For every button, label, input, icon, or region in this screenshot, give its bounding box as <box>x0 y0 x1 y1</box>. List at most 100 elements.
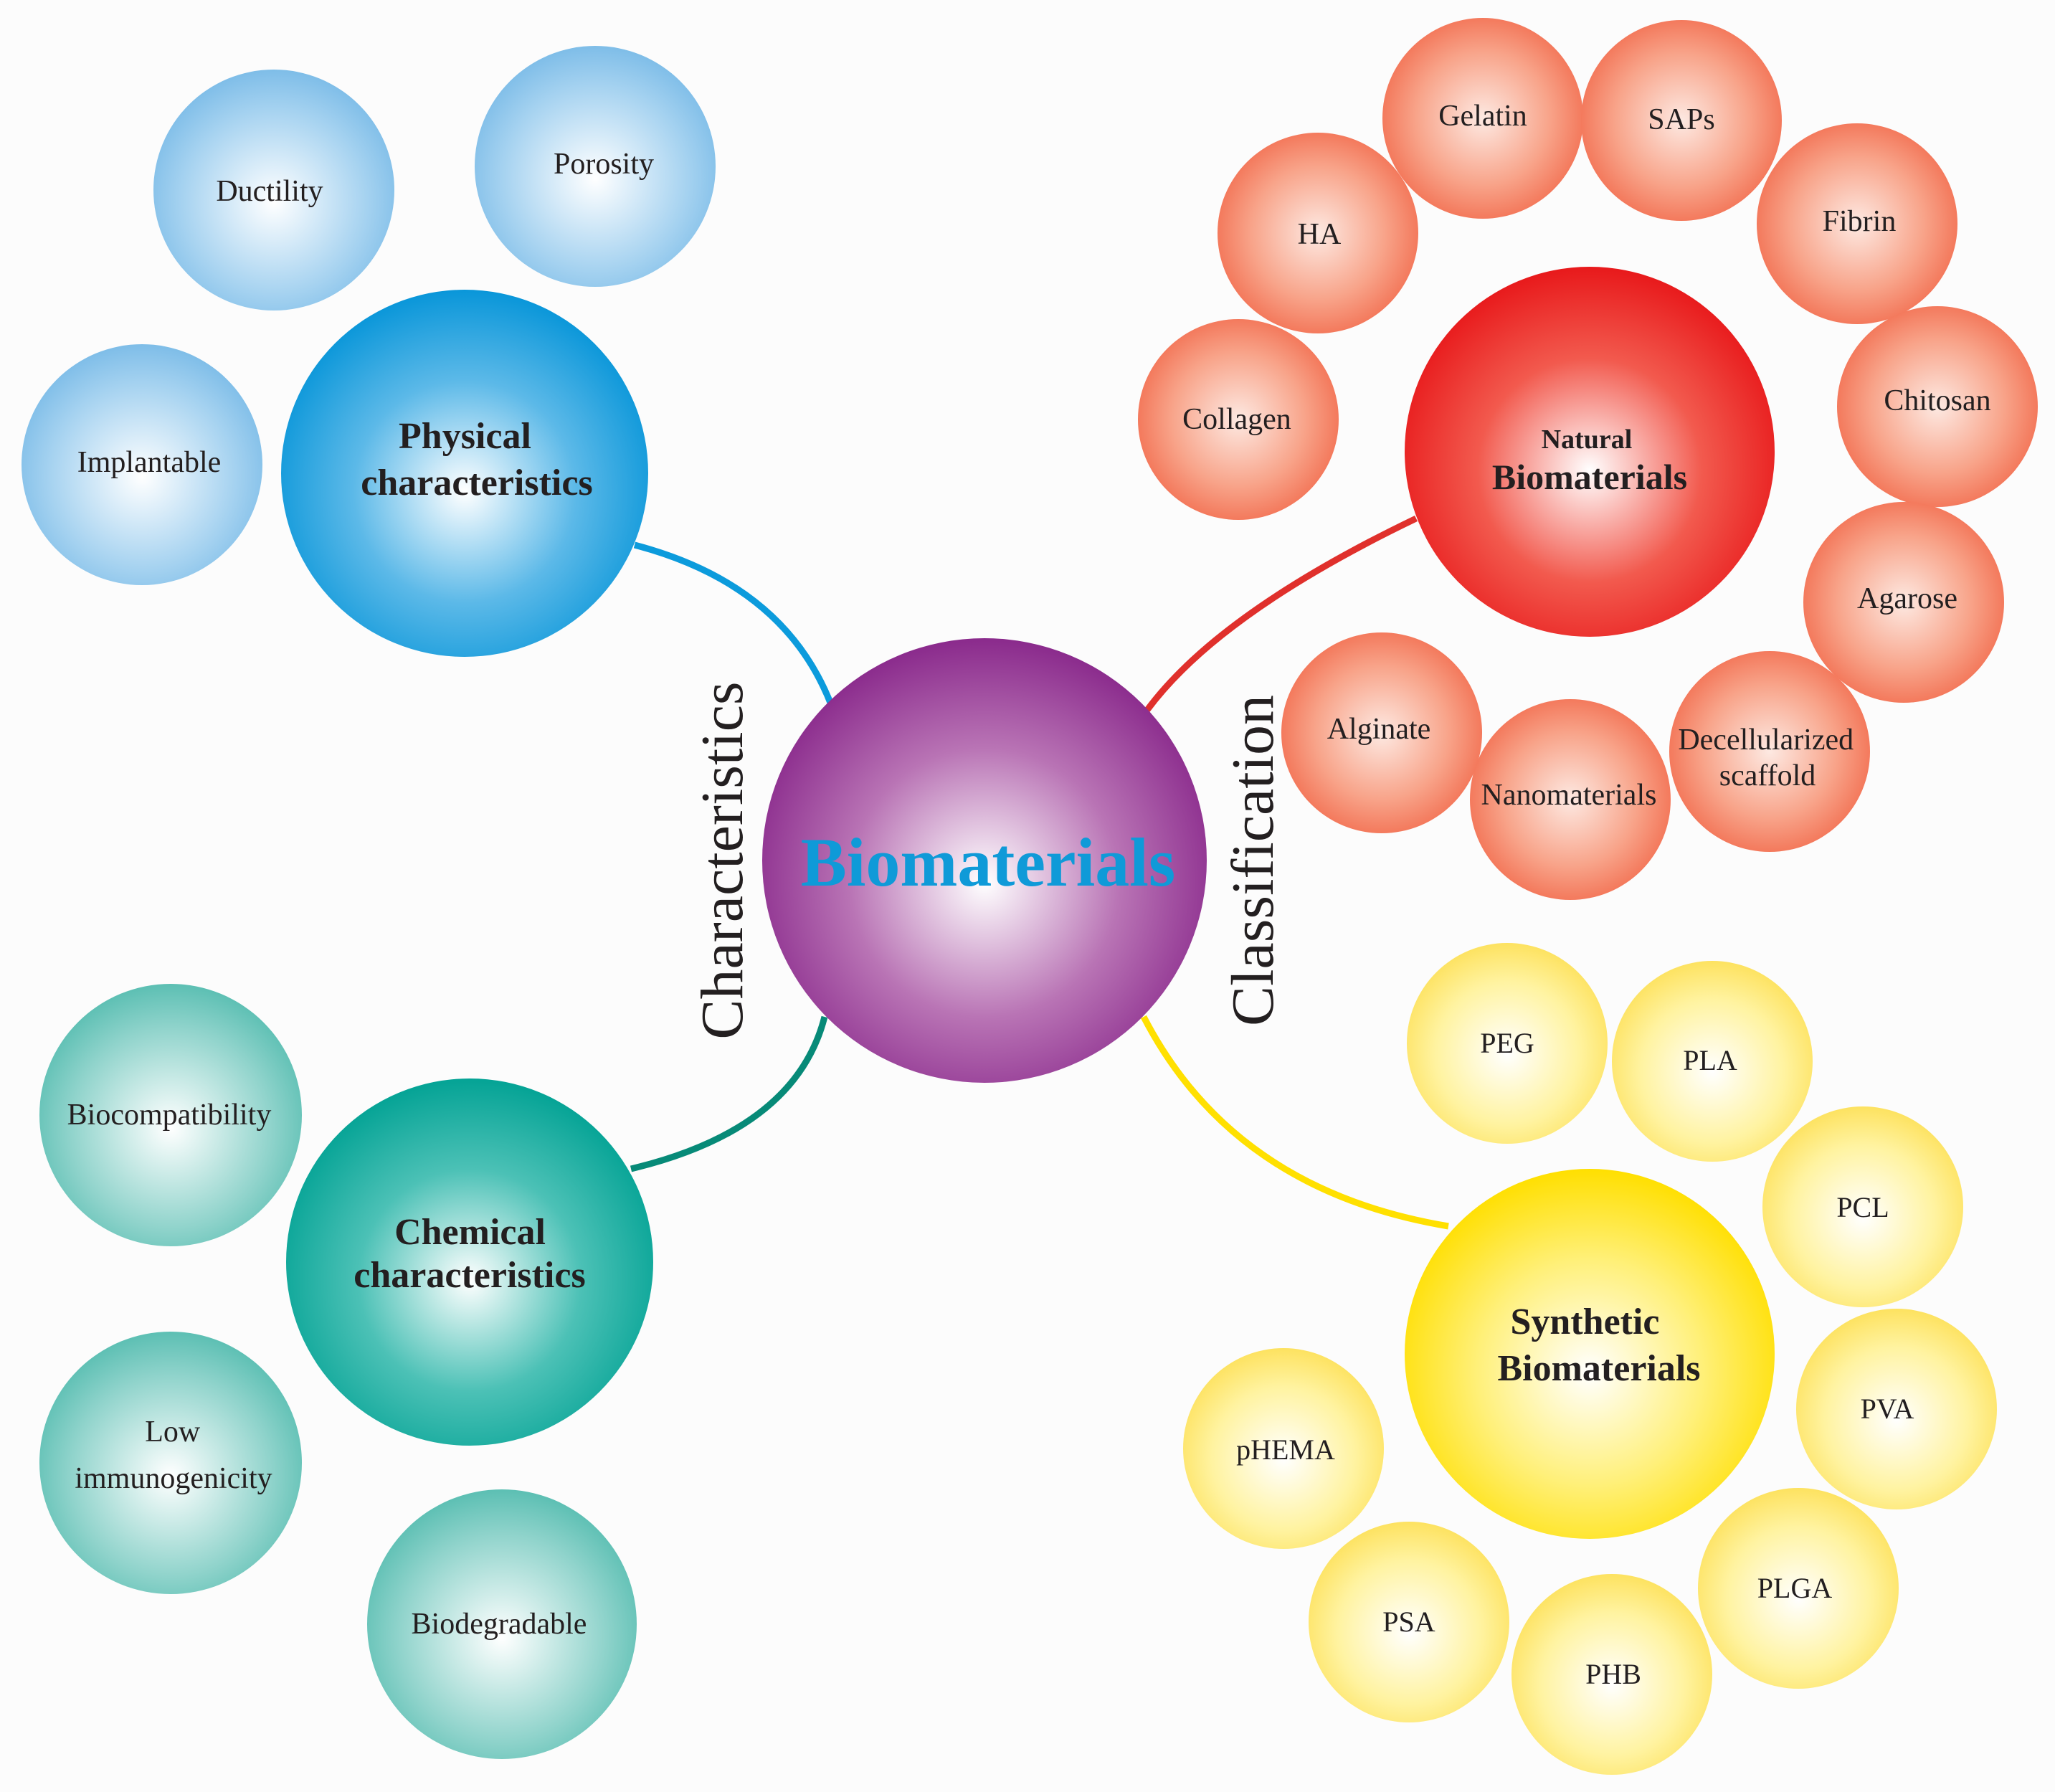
leaf-circle <box>1138 319 1339 520</box>
natural-leaf-chitosan: Chitosan <box>1837 306 2038 507</box>
leaf-line: PCL <box>1836 1191 1889 1223</box>
leaf-label: Low immunogenicity <box>75 1416 272 1495</box>
leaf-label: Biodegradable <box>412 1608 587 1641</box>
leaf-circle <box>1762 1106 1963 1307</box>
leaf-label: Implantable <box>77 446 222 479</box>
natural-leaf-saps: SAPs <box>1581 20 1782 221</box>
physical-leaf-ductility: Ductility <box>153 70 394 310</box>
natural-leaf-fibrin: Fibrin <box>1757 123 1957 324</box>
leaf-label: PVA <box>1861 1393 1914 1425</box>
leaf-circle <box>1669 651 1870 852</box>
leaf-circle <box>1470 699 1671 900</box>
leaf-line: Porosity <box>554 148 654 181</box>
natural-hub-circle <box>1405 267 1775 637</box>
leaf-label: pHEMA <box>1236 1433 1335 1466</box>
physical-hub-circle <box>281 290 648 657</box>
leaf-label: Biocompatibility <box>67 1099 272 1132</box>
chemical-hub-line-1: Chemical <box>394 1212 546 1253</box>
leaf-circle <box>367 1489 637 1759</box>
synthetic-hub-label: Synthetic Biomaterials <box>1497 1302 1700 1389</box>
connector-physical <box>633 541 835 708</box>
leaf-line: PSA <box>1382 1606 1435 1638</box>
leaf-circle <box>1796 1309 1997 1509</box>
connector-natural <box>1144 515 1418 712</box>
leaf-circle <box>39 1332 302 1594</box>
natural-hub-label: Natural Biomaterials <box>1492 425 1687 497</box>
center-label: Biomaterials <box>801 824 1176 901</box>
leaf-circle <box>1407 943 1608 1144</box>
leaf-label: SAPs <box>1648 103 1714 136</box>
connectors <box>630 515 1449 1230</box>
synthetic-group: Synthetic Biomaterials PEG PLA PCL PVA <box>1183 943 1997 1775</box>
leaf-line: HA <box>1298 218 1342 251</box>
leaf-label: Nanomaterials <box>1481 779 1657 812</box>
leaf-label: Gelatin <box>1438 100 1527 133</box>
leaf-line: pHEMA <box>1236 1433 1335 1466</box>
leaf-circle <box>1218 133 1418 333</box>
leaf-label: Decellularized scaffold <box>1678 724 1861 792</box>
leaf-label: Chitosan <box>1884 384 1990 417</box>
leaf-circle <box>475 46 716 287</box>
leaf-label: Alginate <box>1327 713 1431 746</box>
leaf-label: PCL <box>1836 1191 1889 1223</box>
natural-hub-line-1: Natural <box>1542 425 1633 455</box>
leaf-line: PLGA <box>1757 1572 1833 1604</box>
connector-chemical <box>630 1015 828 1172</box>
natural-leaf-collagen: Collagen <box>1138 319 1339 520</box>
synthetic-hub-circle <box>1405 1169 1775 1539</box>
leaf-label: PEG <box>1480 1027 1534 1059</box>
leaf-circle <box>1511 1574 1712 1775</box>
leaf-line: Gelatin <box>1438 100 1527 133</box>
natural-leaf-gelatin: Gelatin <box>1382 18 1583 219</box>
synthetic-leaf-phema: pHEMA <box>1183 1348 1384 1549</box>
chemical-hub-label: Chemical characteristics <box>353 1212 585 1296</box>
synthetic-leaf-phb: PHB <box>1511 1574 1712 1775</box>
synthetic-hub-line-1: Synthetic <box>1511 1302 1660 1342</box>
leaf-line: SAPs <box>1648 103 1714 136</box>
synthetic-leaf-pla: PLA <box>1612 961 1813 1162</box>
chemical-group: Chemical characteristics Biocompatibilit… <box>39 984 653 1759</box>
chemical-leaf-biocompatibility: Biocompatibility <box>39 984 302 1246</box>
branch-label-characteristics: Characteristics <box>689 681 756 1039</box>
synthetic-leaf-pcl: PCL <box>1762 1106 1963 1307</box>
chemical-hub-line-2: characteristics <box>353 1255 585 1296</box>
leaf-circle <box>1757 123 1957 324</box>
natural-leaf-alginate: Alginate <box>1281 632 1482 833</box>
leaf-line: Nanomaterials <box>1481 779 1657 812</box>
leaf-circle <box>1281 632 1482 833</box>
chemical-leaf-low-immunogenicity: Low immunogenicity <box>39 1332 302 1594</box>
leaf-label: HA <box>1298 218 1342 251</box>
leaf-circle <box>1612 961 1813 1162</box>
leaf-line: PVA <box>1861 1393 1914 1425</box>
leaf-label: PLA <box>1683 1044 1737 1076</box>
natural-leaf-agarose: Agarose <box>1803 502 2004 703</box>
leaf-line: immunogenicity <box>75 1462 272 1495</box>
leaf-line: Agarose <box>1857 582 1957 615</box>
leaf-label: Porosity <box>554 148 654 181</box>
leaf-circle <box>1183 1348 1384 1549</box>
leaf-label: Ductility <box>216 175 323 208</box>
branch-label-classification: Classification <box>1220 695 1286 1026</box>
leaf-label: PHB <box>1585 1658 1641 1690</box>
physical-leaf-porosity: Porosity <box>475 46 716 287</box>
center-node: Biomaterials <box>762 638 1207 1083</box>
leaf-circle <box>1698 1488 1899 1689</box>
natural-leaf-ha: HA <box>1218 133 1418 333</box>
leaf-line: Ductility <box>216 175 323 208</box>
connector-synthetic <box>1141 1015 1449 1230</box>
leaf-line: Low <box>145 1416 201 1449</box>
natural-hub-line-2: Biomaterials <box>1492 457 1687 497</box>
leaf-line: scaffold <box>1719 759 1816 792</box>
synthetic-leaf-pva: PVA <box>1796 1309 1997 1509</box>
leaf-line: Fibrin <box>1823 205 1897 238</box>
leaf-line: PHB <box>1585 1658 1641 1690</box>
leaf-line: Decellularized <box>1678 724 1854 757</box>
leaf-label: Fibrin <box>1823 205 1897 238</box>
leaf-line: Chitosan <box>1884 384 1990 417</box>
chemical-leaf-biodegradable: Biodegradable <box>367 1489 637 1759</box>
leaf-line: PLA <box>1683 1044 1737 1076</box>
natural-leaf-nanomaterials: Nanomaterials <box>1470 699 1671 900</box>
physical-hub-label: Physical characteristics <box>361 416 592 503</box>
physical-hub-line-2: characteristics <box>361 463 592 503</box>
leaf-circle <box>1581 20 1782 221</box>
